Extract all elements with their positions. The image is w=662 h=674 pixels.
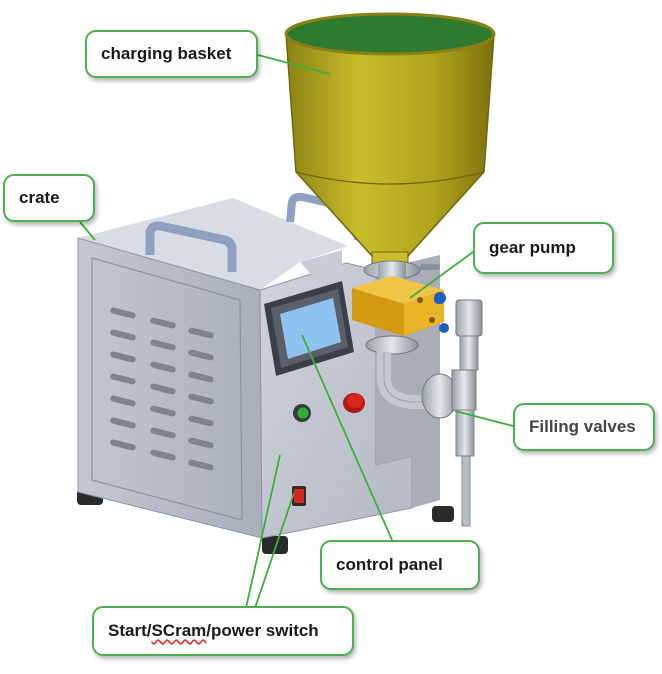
label-switch-scram: SCram	[151, 621, 206, 640]
label-power-switch: Start/SCram/power switch	[108, 621, 319, 641]
callout-charging-basket: charging basket	[85, 30, 258, 78]
callout-gear-pump: gear pump	[473, 222, 614, 274]
label-crate: crate	[19, 188, 60, 208]
label-control-panel: control panel	[336, 555, 443, 575]
callout-control-panel: control panel	[320, 540, 480, 590]
callout-filling-valves: Filling valves	[513, 403, 655, 451]
power-switch	[292, 486, 306, 506]
callout-power-switch: Start/SCram/power switch	[92, 606, 354, 656]
start-button	[293, 404, 311, 422]
label-switch-prefix: Start/	[108, 621, 151, 640]
label-switch-suffix: /power switch	[206, 621, 318, 640]
callout-crate: crate	[3, 174, 95, 222]
charging-basket	[286, 14, 494, 266]
label-gear-pump: gear pump	[489, 238, 576, 258]
emergency-stop-button	[343, 393, 365, 413]
label-charging-basket: charging basket	[101, 44, 231, 64]
label-filling-valves: Filling valves	[529, 417, 636, 437]
